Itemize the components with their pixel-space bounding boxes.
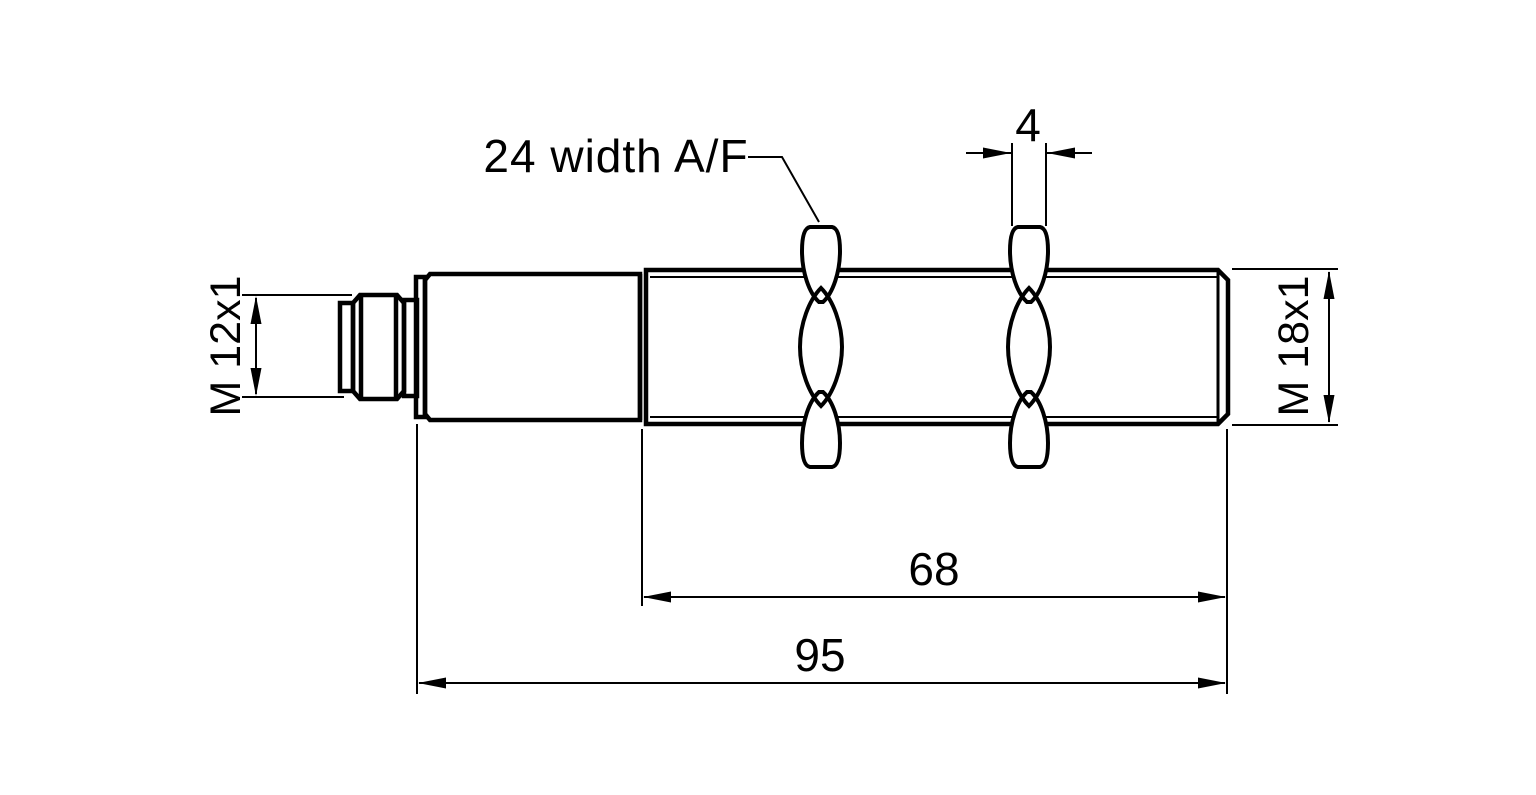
dim68-arrow-right bbox=[1198, 591, 1226, 603]
hex-nut-1 bbox=[797, 225, 845, 469]
dim95-arrow-left bbox=[418, 677, 446, 689]
dim68-arrow-left bbox=[643, 591, 671, 603]
nut4-arrow-right bbox=[1047, 147, 1075, 159]
m12-arrow-up bbox=[250, 296, 262, 324]
m18-arrow-down bbox=[1323, 395, 1335, 423]
sensor-body bbox=[337, 225, 1231, 469]
m18-thread-section bbox=[643, 267, 1231, 427]
m18-arrow-up bbox=[1323, 271, 1335, 299]
width-af-leader-line bbox=[748, 156, 820, 223]
hex-nut-2 bbox=[1005, 225, 1053, 469]
rear-barrel bbox=[422, 271, 643, 423]
dimension-m12: M 12x1 bbox=[202, 275, 352, 417]
label-width-af: 24 width A/F bbox=[483, 130, 820, 223]
nut4-arrow-left bbox=[983, 147, 1011, 159]
dim-label-95: 95 bbox=[794, 629, 845, 681]
dim-label-4: 4 bbox=[1015, 99, 1041, 151]
dim-label-m12: M 12x1 bbox=[202, 275, 250, 416]
dim-label-68: 68 bbox=[908, 543, 959, 595]
m12-arrow-down bbox=[250, 368, 262, 396]
dim95-arrow-right bbox=[1198, 677, 1226, 689]
dim-label-m18: M 18x1 bbox=[1270, 275, 1318, 416]
dimension-95: 95 bbox=[416, 424, 1226, 694]
dimension-m18: M 18x1 bbox=[1232, 268, 1338, 426]
dimension-68: 68 bbox=[641, 429, 1228, 694]
dim-label-width-af: 24 width A/F bbox=[483, 130, 748, 182]
dimension-nut-4: 4 bbox=[966, 99, 1092, 226]
